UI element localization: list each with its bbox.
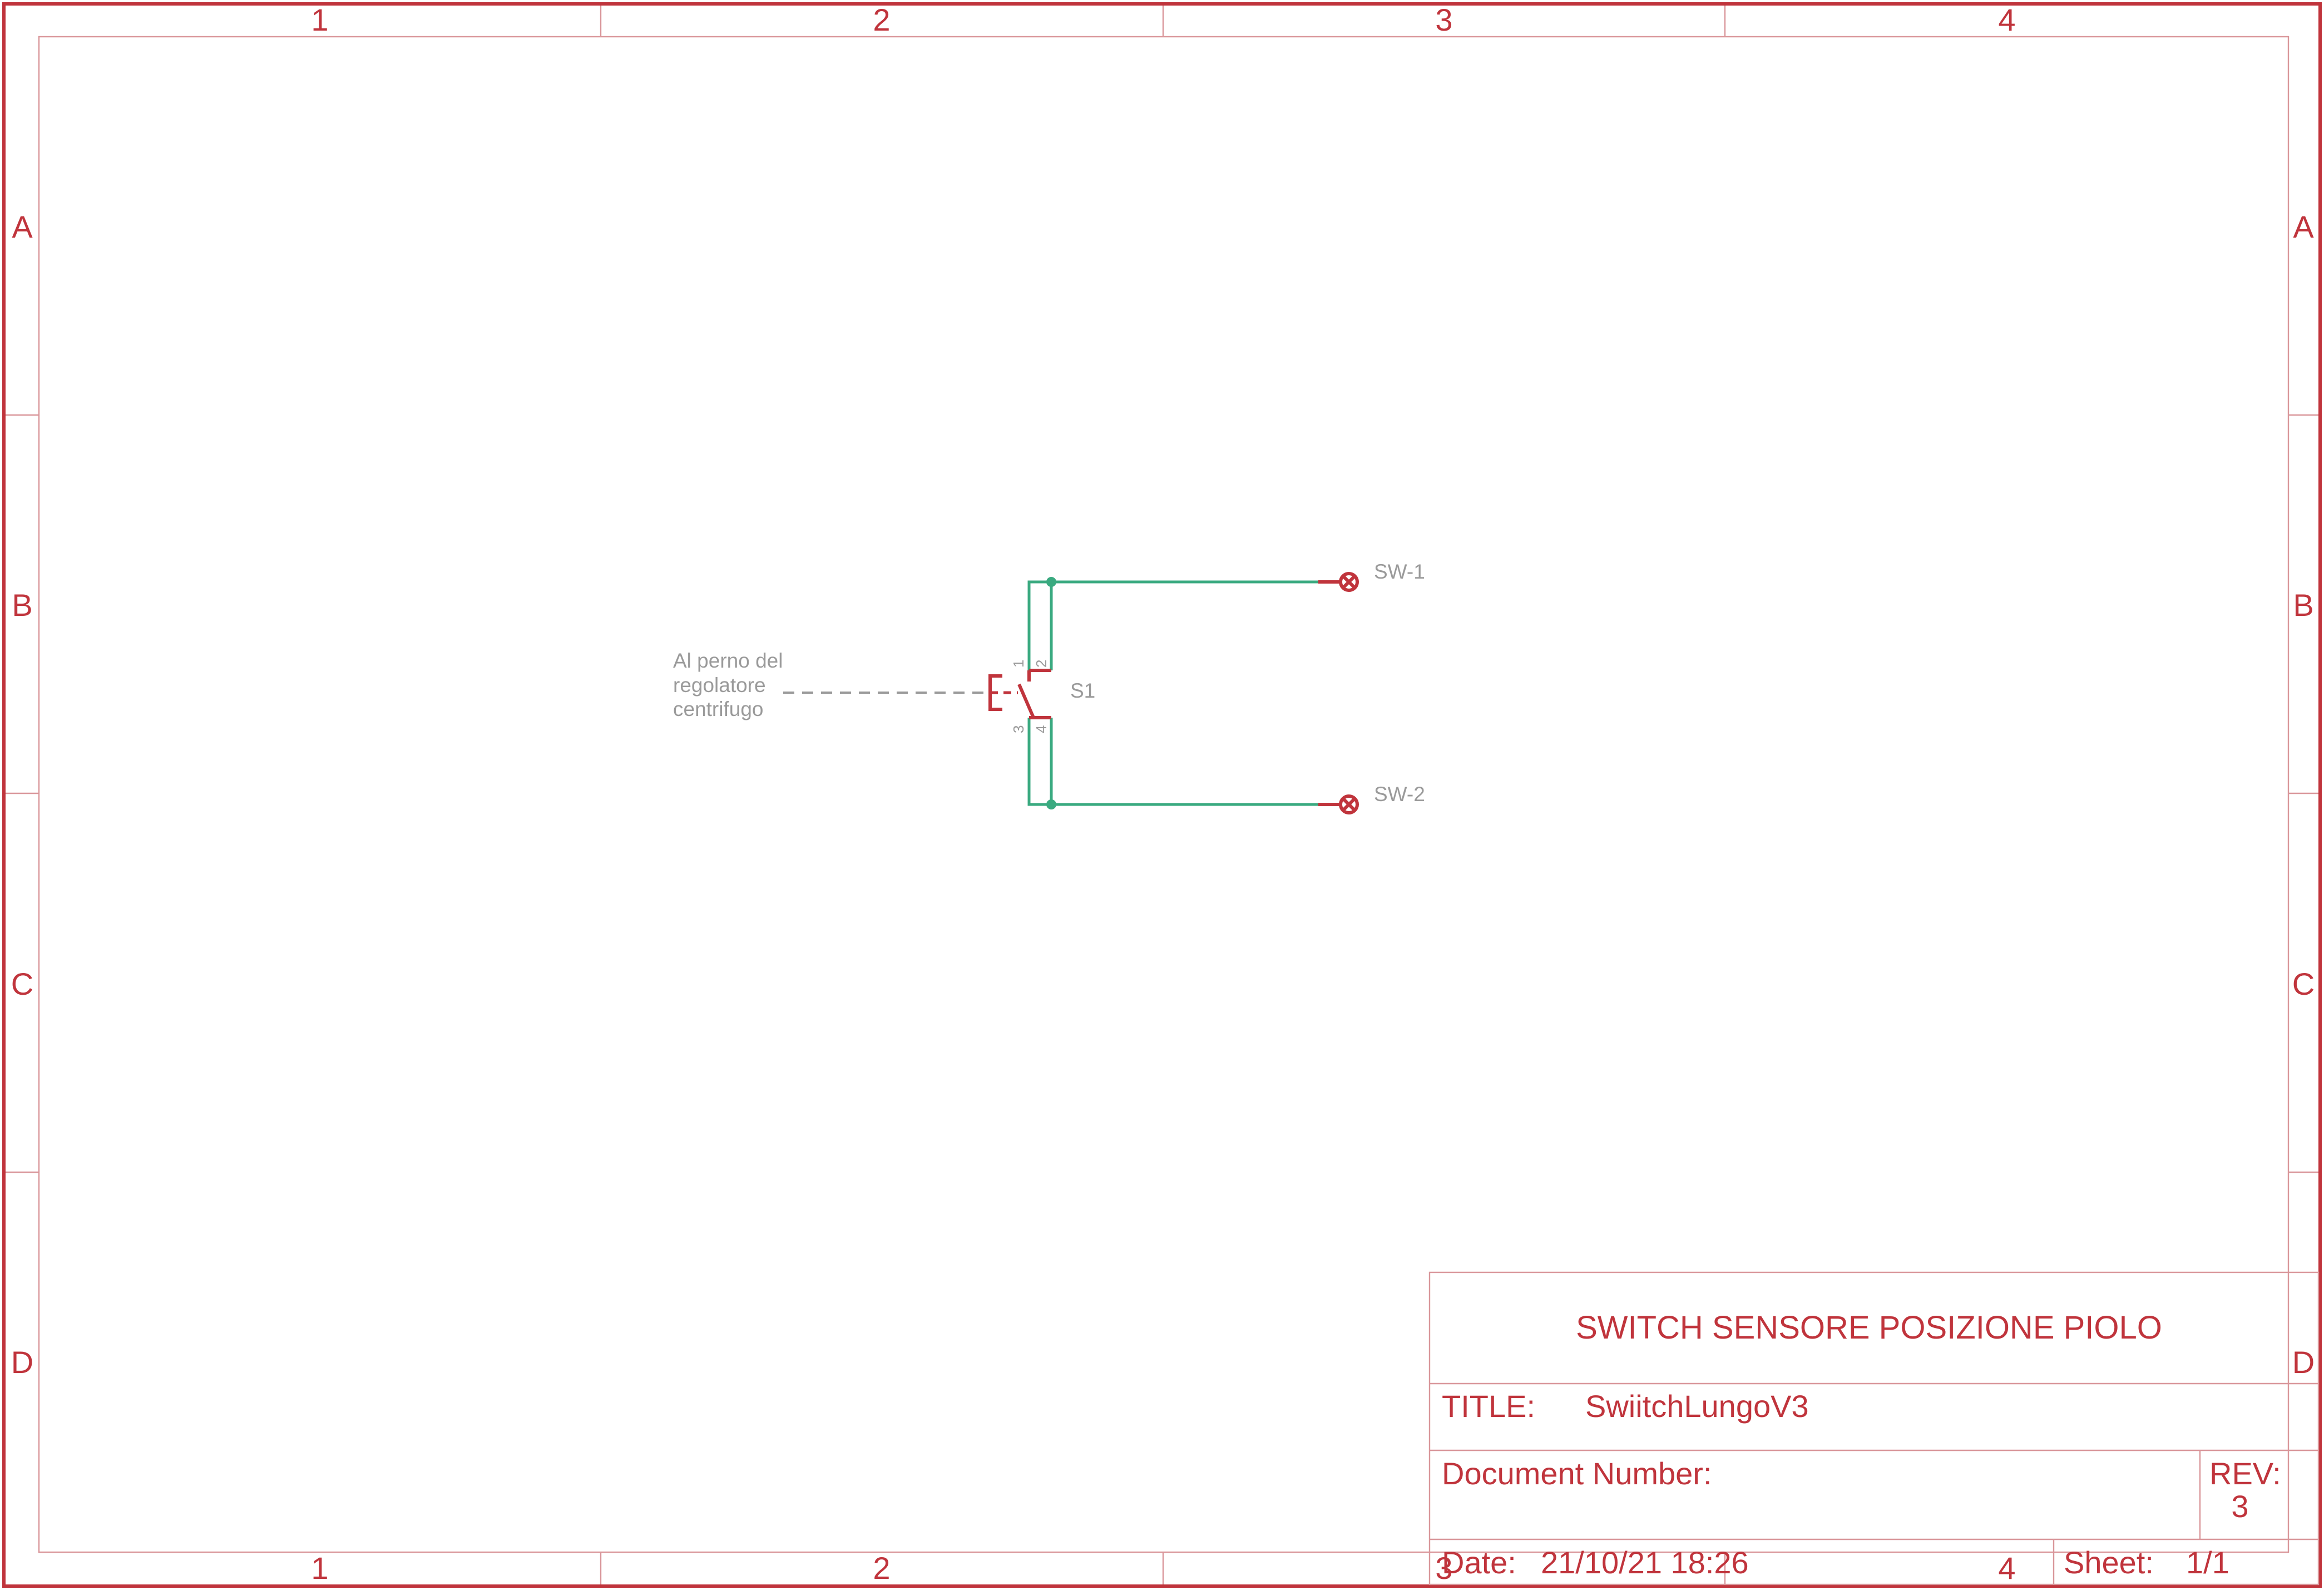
revision-label: REV:	[2209, 1456, 2281, 1491]
row-label-left-a: A	[12, 209, 33, 244]
schematic-circuit: 1 2 3 4 S1 Al perno del regolatore centr…	[673, 560, 1425, 814]
pin-4-label: 4	[1033, 725, 1050, 733]
actuator-note-line-2: regolatore	[673, 674, 766, 697]
column-label-top-2: 2	[873, 2, 890, 37]
date-value: 21/10/21 18:26	[1541, 1545, 1749, 1580]
column-label-bottom-1: 1	[311, 1551, 328, 1586]
terminal-sw2-label: SW-2	[1374, 783, 1425, 806]
row-label-right-a: A	[2293, 209, 2314, 244]
terminal-sw2-symbol	[1318, 794, 1359, 814]
column-label-bottom-3: 3	[1435, 1551, 1452, 1586]
pin-3-label: 3	[1010, 725, 1027, 733]
column-label-top-1: 1	[311, 2, 328, 37]
title-block: SWITCH SENSORE POSIZIONE PIOLO TITLE: Sw…	[1428, 1271, 2320, 1586]
switch-s1-label: S1	[1070, 679, 1095, 702]
row-label-left-c: C	[11, 966, 33, 1001]
pin-1-label: 1	[1010, 660, 1027, 668]
column-label-top-4: 4	[1998, 2, 2015, 37]
terminal-sw1-label: SW-1	[1374, 560, 1425, 583]
column-dividers	[600, 6, 1726, 1584]
column-label-top-3: 3	[1435, 2, 1452, 37]
row-label-right-b: B	[2293, 587, 2313, 623]
revision-value: 3	[2231, 1489, 2248, 1524]
column-label-bottom-2: 2	[873, 1551, 890, 1586]
title-value: SwiitchLungoV3	[1585, 1389, 1809, 1424]
document-number-label: Document Number:	[1442, 1456, 1712, 1491]
row-dividers	[6, 414, 2318, 1173]
sheet-value: 1/1	[2186, 1545, 2229, 1580]
row-label-left-d: D	[11, 1345, 33, 1380]
junction-dot-bottom	[1046, 799, 1056, 809]
pin-2-label: 2	[1033, 660, 1050, 668]
net-sw1-left-wire	[1027, 580, 1051, 670]
sheet-label: Sheet:	[2064, 1545, 2154, 1580]
actuator-note-line-1: Al perno del	[673, 649, 783, 672]
net-sw2-left-wire	[1027, 718, 1051, 806]
title-label: TITLE:	[1442, 1389, 1535, 1424]
date-label: Date:	[1442, 1545, 1516, 1580]
row-label-right-d: D	[2292, 1345, 2315, 1380]
terminal-sw1-symbol	[1318, 572, 1359, 592]
column-label-bottom-4: 4	[1998, 1551, 2015, 1586]
actuator-note-line-3: centrifugo	[673, 698, 764, 720]
junction-dot-top	[1046, 577, 1056, 587]
title-block-heading: SWITCH SENSORE POSIZIONE PIOLO	[1576, 1310, 2162, 1346]
row-label-right-c: C	[2292, 966, 2315, 1001]
switch-s1-symbol	[988, 669, 1051, 719]
row-label-left-b: B	[12, 587, 32, 623]
